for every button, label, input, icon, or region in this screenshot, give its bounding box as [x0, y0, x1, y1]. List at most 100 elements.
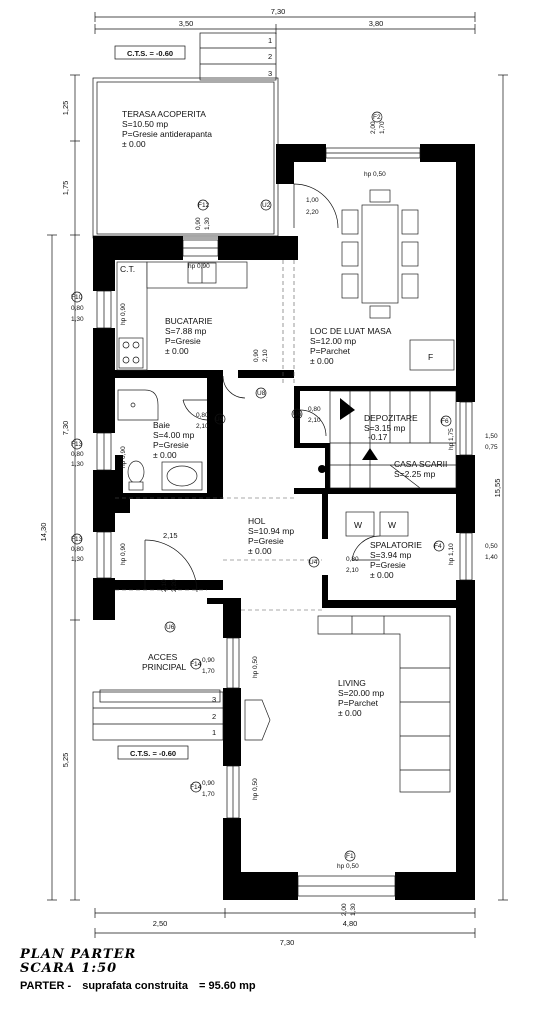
svg-text:2,20: 2,20 [306, 209, 319, 216]
tag-f6: F6 [441, 418, 449, 425]
title-block: PLAN PARTER SCARA 1:50 PARTER - suprafat… [20, 947, 264, 993]
room-hall-finish: P=Gresie [248, 536, 284, 546]
room-kitchen-area: S=7.88 mp [165, 326, 207, 336]
room-living-level: ± 0.00 [338, 708, 362, 718]
dim-top-left: 3,50 [179, 19, 194, 28]
room-living-name: LIVING [338, 678, 366, 688]
tag-f4: F4 [434, 543, 442, 550]
svg-text:1,00: 1,00 [306, 197, 319, 204]
svg-text:0,90: 0,90 [202, 780, 215, 787]
svg-text:1,30: 1,30 [204, 217, 211, 230]
svg-text:1,30: 1,30 [71, 461, 84, 468]
svg-text:C.T.S. = -0.60: C.T.S. = -0.60 [130, 749, 176, 758]
hp-f12: hp 0,90 [188, 263, 210, 270]
svg-text:0,90: 0,90 [202, 657, 215, 664]
tag-u4-laundry: U4 [309, 559, 318, 566]
dim-right-total: 15,55 [493, 479, 502, 498]
room-laundry-level: ± 0.00 [370, 570, 394, 580]
room-living-area: S=20.00 mp [338, 688, 384, 698]
dim-bottom-total: 7,30 [280, 938, 295, 947]
svg-text:2,10: 2,10 [196, 423, 209, 430]
room-storage-name: DEPOZITARE [364, 413, 418, 423]
room-stair-area: S=2.25 mp [394, 469, 436, 479]
dim-top-total: 7,30 [271, 7, 286, 16]
svg-text:1,70: 1,70 [202, 668, 215, 675]
tag-f1: F1 [346, 853, 354, 860]
plan-title: PLAN PARTER [20, 947, 137, 962]
room-dining-area: S=12.00 mp [310, 336, 356, 346]
svg-text:2,20: 2,20 [171, 579, 178, 592]
tag-u6-storage: U6 [293, 411, 302, 418]
dim-left-2: 1,75 [61, 181, 70, 196]
room-labels: C.T. BUCATARIE S=7.88 mp P=Gresie ± 0.00… [120, 264, 447, 718]
room-terrace-level: ± 0.00 [122, 139, 146, 149]
svg-text:0,80: 0,80 [71, 305, 84, 312]
svg-text:C.T.S. = -0.60: C.T.S. = -0.60 [127, 49, 173, 58]
svg-text:1,30: 1,30 [71, 316, 84, 323]
svg-text:2,15: 2,15 [163, 531, 178, 540]
tag-f14-lower: F14 [190, 784, 202, 791]
room-kitchen-finish: P=Gresie [165, 336, 201, 346]
svg-text:0,90: 0,90 [195, 217, 202, 230]
terrace: TERASA ACOPERITA S=10.50 mp P=Gresie ant… [92, 77, 279, 239]
tag-f2: F2 [373, 114, 381, 121]
dim-left-1: 1,25 [61, 101, 70, 116]
summary-label: PARTER - [20, 980, 72, 992]
doors [115, 183, 381, 611]
plan-scale: SCARA 1:50 [20, 961, 118, 976]
staircase [318, 390, 457, 489]
tag-u6-entry: U6 [166, 624, 175, 631]
room-kitchen-name: BUCATARIE [165, 316, 213, 326]
svg-text:2,10: 2,10 [308, 417, 321, 424]
top-step-2: 2 [268, 52, 272, 61]
dim-left-total: 14,30 [39, 523, 48, 542]
dim-left-3: 7,30 [61, 421, 70, 436]
room-terrace-finish: P=Gresie antiderapanta [122, 129, 212, 139]
tag-u8: U8 [257, 390, 266, 397]
svg-text:1,70: 1,70 [379, 121, 386, 134]
hp-f14-upper: hp 0,50 [252, 656, 259, 678]
svg-text:0,80: 0,80 [71, 451, 84, 458]
room-laundry-name: SPALATORIE [370, 540, 422, 550]
entry-step-2: 2 [212, 712, 216, 721]
room-ct: C.T. [120, 264, 135, 274]
top-step-1: 1 [268, 36, 272, 45]
hp-f4: hp 1,10 [448, 543, 455, 565]
summary-text: suprafata construita [82, 980, 188, 992]
svg-text:1,70: 1,70 [202, 791, 215, 798]
svg-text:2,10: 2,10 [161, 579, 168, 592]
dim-left-4: 5,25 [61, 753, 70, 768]
tag-f14-upper: F14 [190, 661, 202, 668]
svg-text:2,10: 2,10 [346, 567, 359, 574]
room-dining-level: ± 0.00 [310, 356, 334, 366]
opening-tags: F2 2,00 1,70 hp 0,50 U2 1,00 2,20 F1 2 0,… [71, 111, 498, 916]
room-bath-finish: P=Gresie [153, 440, 189, 450]
room-bath-level: ± 0.00 [153, 450, 177, 460]
hp-f14-lower: hp 0,50 [252, 778, 259, 800]
washer-label-2: W [388, 520, 396, 530]
room-dining-name: LOC DE LUAT MASA [310, 326, 392, 336]
svg-text:2,00: 2,00 [370, 121, 377, 134]
room-stair-name: CASA SCARII [394, 459, 447, 469]
tag-f13-lower: F13 [71, 536, 83, 543]
tag-u4-bath: U4 [215, 416, 224, 423]
tag-u2: U2 [262, 202, 271, 209]
top-step-3: 3 [268, 69, 272, 78]
room-storage-level: -0.17 [368, 432, 388, 442]
room-laundry-area: S=3.94 mp [370, 550, 412, 560]
svg-text:1,30: 1,30 [71, 556, 84, 563]
room-bath-area: S=4.00 mp [153, 430, 195, 440]
room-hall-level: ± 0.00 [248, 546, 272, 556]
fridge-label: F [428, 352, 433, 362]
dim-bottom-left: 2,50 [153, 919, 168, 928]
svg-text:2,10: 2,10 [262, 349, 269, 362]
dim-top-right: 3,80 [369, 19, 384, 28]
room-living-finish: P=Parchet [338, 698, 379, 708]
room-hall-name: HOL [248, 516, 266, 526]
svg-text:0,50: 0,50 [485, 543, 498, 550]
room-hall-area: S=10.94 mp [248, 526, 294, 536]
cts-badge-bottom: C.T.S. = -0.60 [117, 745, 189, 760]
room-entry-name: ACCES [148, 652, 178, 662]
summary-value: = 95.60 mp [199, 980, 256, 992]
